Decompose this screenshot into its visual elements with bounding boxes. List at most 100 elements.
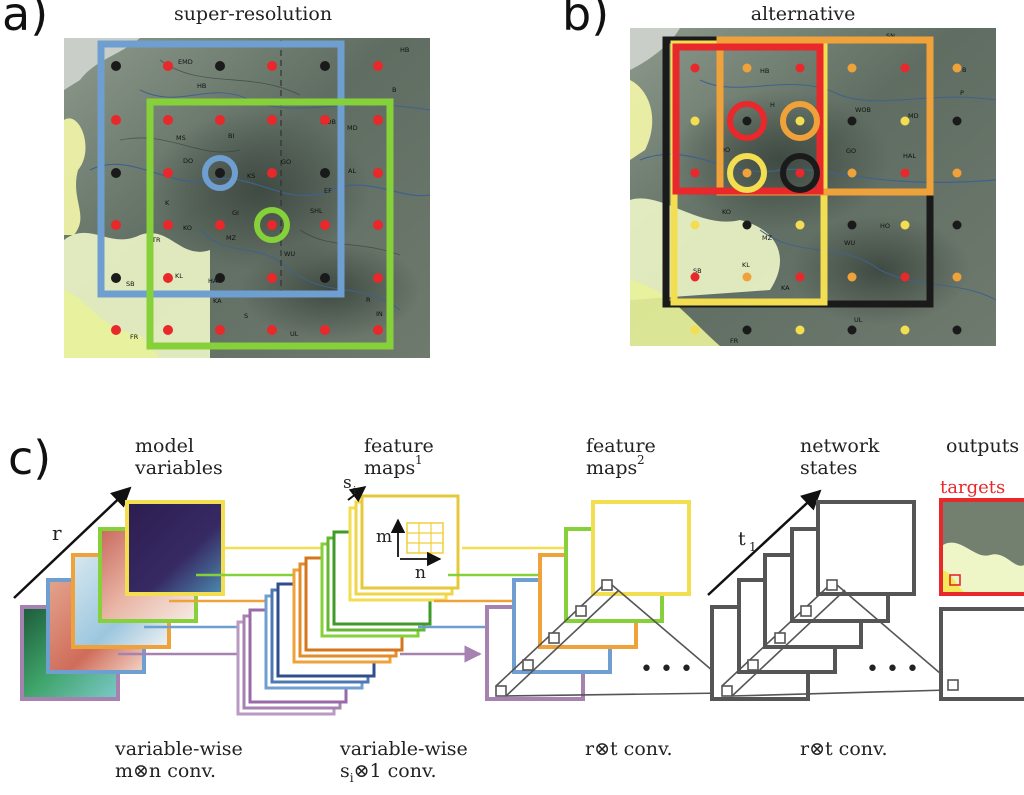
grid-dot — [111, 325, 121, 335]
grid-dot — [952, 168, 962, 178]
grid-dot — [267, 115, 277, 125]
variable-map — [125, 500, 225, 596]
caption2-s: s — [340, 760, 350, 782]
grid-dot — [163, 220, 173, 230]
grid-dot — [795, 63, 805, 73]
city-label: KS — [247, 172, 255, 180]
stage1-title-line2: variables — [134, 457, 223, 479]
grid-dot — [373, 61, 383, 71]
grid-dot — [111, 168, 121, 178]
panel-a-grid-dots — [111, 61, 383, 335]
grid-dot — [795, 220, 805, 230]
orange-input-window — [716, 36, 934, 196]
city-label: KA — [213, 297, 222, 305]
city-label: IN — [376, 310, 383, 318]
city-label: HB — [197, 82, 206, 90]
city-label: GI — [232, 209, 239, 217]
grid-dot — [847, 325, 857, 335]
grid-dot — [742, 168, 752, 178]
city-label: B — [962, 66, 966, 74]
grid-dot — [373, 325, 383, 335]
grid-dot — [795, 272, 805, 282]
grid-dot — [795, 116, 805, 126]
grid-dot — [900, 168, 910, 178]
city-label: SB — [693, 267, 702, 275]
stage4-title-line1: network — [800, 435, 880, 457]
grid-dot — [215, 273, 225, 283]
grid-dot — [267, 61, 277, 71]
grid-dot — [900, 116, 910, 126]
stage3-title-line2: maps — [586, 457, 637, 479]
blue-target-ring — [202, 155, 238, 191]
targets-label: targets — [940, 477, 1005, 498]
panel-a-title: super-resolution — [174, 3, 332, 25]
grid-dot — [795, 168, 805, 178]
grid-dot — [742, 63, 752, 73]
panel-a-city-labels: HB EMD HB MS BI WOB MD DO KS GO AL EF SH… — [126, 46, 409, 341]
green-target-ring — [254, 207, 290, 243]
city-label: KA — [781, 284, 790, 292]
caption2-line2: si⊗1 conv. — [340, 760, 437, 785]
city-label: P — [960, 89, 964, 97]
grid-dot — [900, 63, 910, 73]
caption4: r⊗t conv. — [800, 738, 888, 760]
orange-target-ring — [780, 101, 820, 141]
grid-dot — [215, 115, 225, 125]
grid-dot — [847, 116, 857, 126]
ellipsis-2: • • • — [866, 657, 919, 682]
s-axis-label: s — [343, 473, 352, 493]
target-cell — [949, 574, 961, 586]
city-label: HB — [400, 46, 409, 54]
grid-dot — [215, 325, 225, 335]
stage5-title: outputs — [946, 435, 1019, 457]
mn-kernel: m n — [376, 518, 444, 583]
grid-dot — [320, 115, 330, 125]
panel-a: a) super-resolution HB EMD HB MS BI WOB — [2, 0, 431, 358]
grid-dot — [742, 116, 752, 126]
grid-dot — [742, 220, 752, 230]
panel-b-city-labels: SN HB WOB MD GO HAL DO KO MZ WU KL SB KA… — [693, 32, 966, 345]
grid-dot — [847, 272, 857, 282]
city-label: MS — [176, 134, 186, 142]
stage3-title-sup: 2 — [637, 453, 645, 467]
output-cell — [947, 679, 959, 691]
s-axis-arrow — [347, 486, 367, 503]
t-axis-sub: 1 — [749, 540, 757, 554]
grid-dot — [111, 220, 121, 230]
black-target-ring — [780, 153, 820, 193]
grid-dot — [215, 61, 225, 71]
grid-dot — [267, 220, 277, 230]
city-label: HAL — [903, 152, 916, 160]
city-label: H — [770, 101, 775, 109]
grid-dot — [320, 325, 330, 335]
grid-dot — [690, 325, 700, 335]
caption2-rest: ⊗1 conv. — [354, 760, 437, 782]
caption2-line1: variable-wise — [339, 738, 468, 760]
city-label: UL — [290, 330, 299, 338]
grid-dot — [373, 115, 383, 125]
city-label: B — [392, 86, 396, 94]
feature-map-2 — [591, 500, 691, 596]
city-label: R — [366, 296, 371, 304]
city-label: MD — [908, 112, 919, 120]
r-axis-label: r — [52, 521, 62, 545]
city-label: AL — [348, 167, 356, 175]
grid-dot — [267, 168, 277, 178]
grid-dot — [111, 115, 121, 125]
grid-dot — [267, 273, 277, 283]
panel-b-grid-dots — [690, 63, 962, 335]
city-label: TR — [151, 236, 161, 244]
city-label: KL — [175, 272, 183, 280]
m-axis-label: m — [376, 527, 392, 547]
grid-dot — [690, 220, 700, 230]
stage4-title-line2: states — [800, 457, 857, 479]
grid-dot — [690, 116, 700, 126]
targets-map-highlight — [943, 570, 965, 592]
city-label: HO — [880, 222, 890, 230]
grid-dot — [952, 220, 962, 230]
caption1-line1: variable-wise — [114, 738, 243, 760]
yellow-target-ring — [727, 153, 767, 193]
outputs — [939, 498, 1024, 701]
grid-dot — [320, 220, 330, 230]
